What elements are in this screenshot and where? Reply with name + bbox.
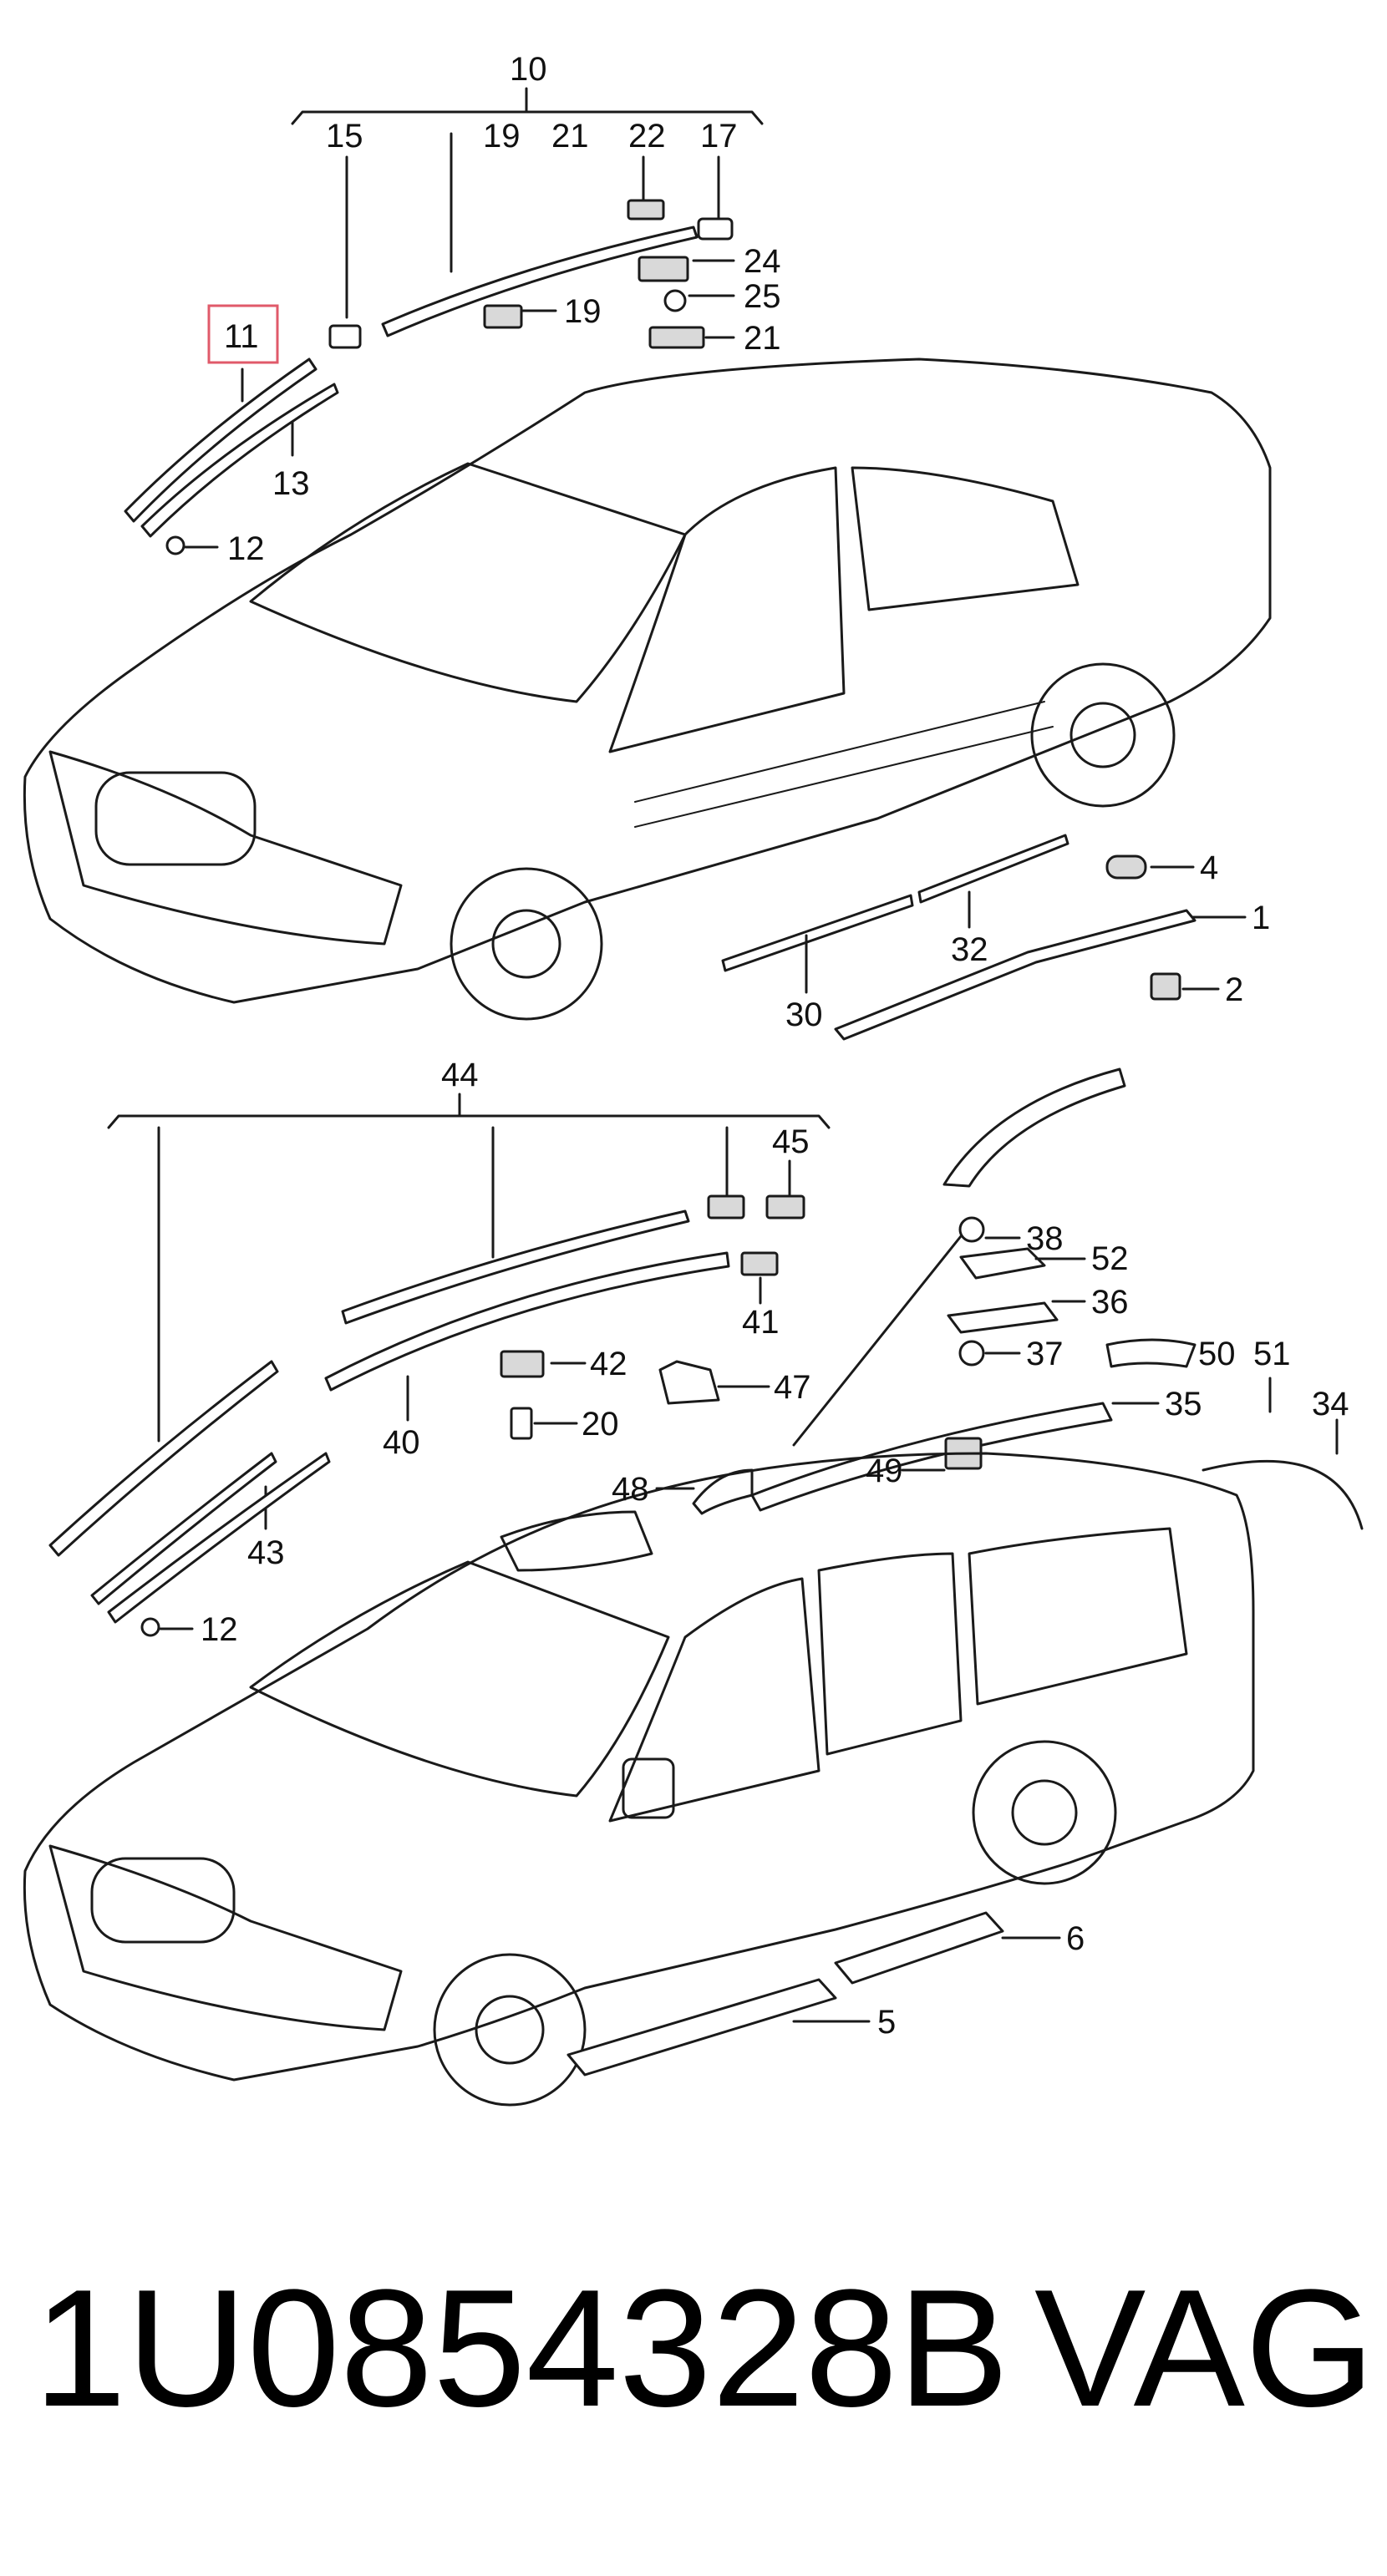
callout-50: 50 [1198,1336,1236,1372]
sedan-diagram: 10 15 19 21 22 17 24 25 19 21 11 13 12 4… [23,51,1272,1041]
callout-45: 45 [772,1123,810,1160]
callout-49: 49 [866,1453,903,1489]
callout-20: 20 [582,1406,619,1443]
part-number: 1U0854328B [33,2255,1009,2442]
callout-24: 24 [744,243,781,280]
estate-diagram: 44 45 41 42 20 47 40 43 12 38 52 36 37 5… [23,1057,1364,2107]
callout-52: 52 [1091,1240,1129,1277]
callout-47: 47 [774,1369,811,1406]
callout-30: 30 [785,996,823,1033]
callout-5: 5 [877,2004,896,2041]
callout-22: 22 [628,118,666,155]
callout-19-mid: 19 [564,293,602,330]
callout-11-highlight [207,304,279,364]
callout-38: 38 [1026,1220,1064,1257]
callout-15: 15 [326,118,363,155]
callout-17: 17 [700,118,738,155]
callout-11: 11 [224,318,259,355]
callout-21-mid: 21 [744,320,781,357]
callout-44: 44 [441,1057,479,1093]
callout-25: 25 [744,278,781,315]
brand-name: VAG [1034,2255,1375,2442]
callout-6: 6 [1066,1920,1085,1957]
callout-1: 1 [1252,900,1270,936]
callout-13: 13 [272,465,310,502]
callout-37: 37 [1026,1336,1064,1372]
callout-32: 32 [951,931,988,968]
callout-4: 4 [1200,849,1218,886]
callout-51: 51 [1253,1336,1291,1372]
callout-10: 10 [510,51,547,88]
callout-21-top: 21 [551,118,589,155]
footer: 1U0854328B VAG [33,2255,1375,2442]
callout-42: 42 [590,1346,627,1382]
callout-2: 2 [1225,971,1243,1008]
callout-48: 48 [612,1471,649,1508]
callout-12-bottom: 12 [201,1611,238,1648]
callout-41: 41 [742,1304,780,1341]
callout-12-top: 12 [227,530,265,567]
callout-19-top: 19 [483,118,521,155]
callout-40: 40 [383,1424,420,1461]
callout-34: 34 [1312,1386,1349,1422]
callout-35: 35 [1165,1386,1202,1422]
callout-36: 36 [1091,1284,1129,1321]
callout-43: 43 [247,1534,285,1571]
